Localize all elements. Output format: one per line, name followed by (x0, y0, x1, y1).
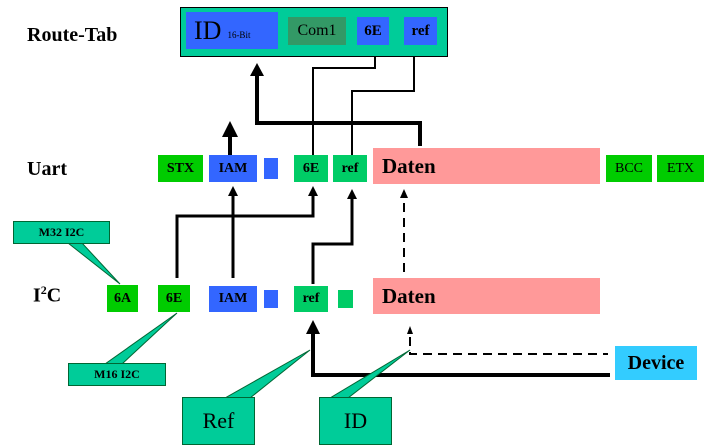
ref-callout-tail (223, 349, 311, 399)
m32-callout-tail (66, 242, 121, 285)
i2c-addr-6a: 6A (107, 285, 138, 312)
ref-to-route-line (351, 48, 415, 155)
uart-ref: ref (333, 155, 367, 182)
callout-ref: Ref (182, 397, 255, 445)
route-id-sub: 16-Bit (227, 29, 251, 40)
i2c-label-tail: C (46, 284, 62, 307)
route-ref-field: ref (404, 17, 437, 45)
i2c-ack-block (338, 290, 353, 308)
device-box: Device (615, 346, 697, 380)
i2c-addr-to-uart-line (175, 195, 315, 278)
route-com-field: Com1 (288, 17, 346, 45)
route-id-label: ID (194, 15, 222, 45)
i2c-iam: IAM (209, 286, 257, 312)
uart-daten: Daten (373, 148, 600, 184)
callout-id: ID (319, 397, 392, 445)
i2c-label-sup: 2 (40, 283, 47, 297)
route-table: ID 16-Bit Com1 6E ref (180, 7, 448, 57)
uart-addr: 6E (294, 155, 328, 182)
row-label-route-tab: Route-Tab (27, 24, 118, 46)
m16-callout-tail (103, 312, 178, 365)
i2c-label-main: I (33, 284, 41, 307)
uart-iam: IAM (209, 155, 257, 182)
i2c-ref: ref (294, 286, 328, 312)
addr-to-route-line (312, 48, 376, 155)
row-label-uart: Uart (27, 158, 67, 180)
i2c-daten: Daten (373, 278, 600, 314)
i2c-addr-6e: 6E (158, 285, 190, 312)
row-label-i2c: I2C (33, 283, 61, 308)
callout-m16: M16 I2C (68, 363, 166, 386)
route-feed-arrowhead (250, 63, 264, 76)
device-to-ref-line (311, 330, 610, 377)
iam-up-arrowhead (222, 121, 238, 137)
route-feed-line (255, 72, 422, 146)
uart-spacer-block (264, 158, 278, 179)
i2c-ref-to-uart-line (311, 198, 354, 284)
callout-m32: M32 I2C (13, 221, 110, 244)
uart-bcc: BCC (606, 155, 652, 182)
uart-stx: STX (158, 155, 203, 182)
i2c-spacer-block (264, 290, 278, 308)
route-id-field: ID 16-Bit (186, 12, 278, 49)
route-addr-field: 6E (357, 17, 389, 45)
uart-etx: ETX (657, 155, 704, 182)
